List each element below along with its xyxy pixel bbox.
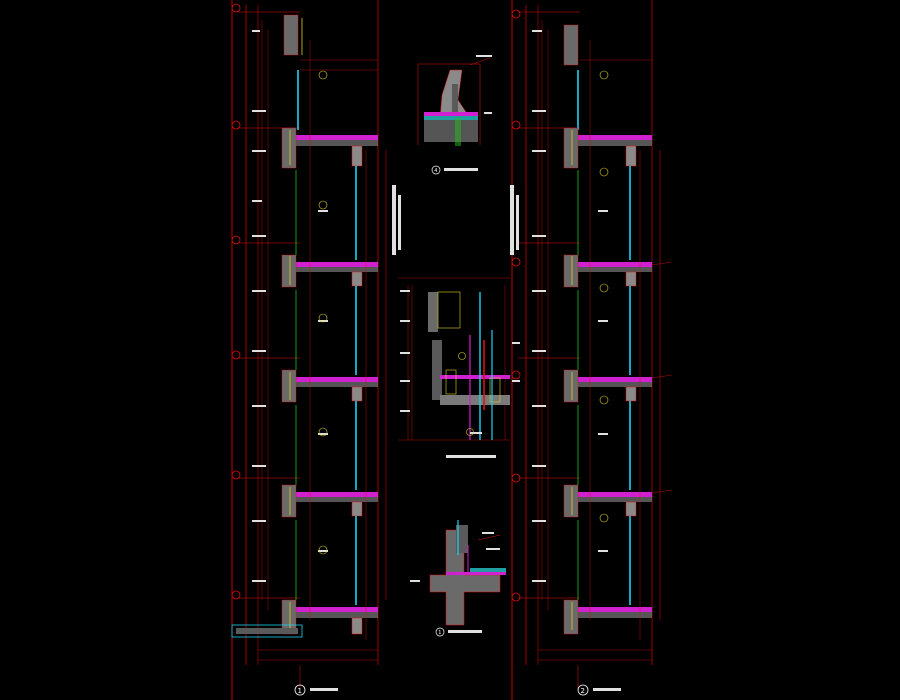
detail-top-marker [431, 165, 441, 175]
detail-mid-title [446, 455, 496, 458]
detail-bottom: 1 [410, 520, 506, 637]
section-2-number: 2 [581, 687, 585, 695]
section-1: 1 [231, 0, 401, 700]
section-1-grid-marker [294, 684, 306, 696]
section-1-number: 1 [298, 687, 302, 695]
detail-mid [398, 277, 520, 458]
detail-top: 4 [417, 55, 492, 175]
detail-bottom-number: 1 [438, 630, 441, 636]
section-2: 2 [510, 0, 673, 700]
detail-top-number: 4 [434, 168, 437, 174]
detail-bottom-marker [435, 627, 445, 637]
section-2-grid-marker [577, 684, 589, 696]
